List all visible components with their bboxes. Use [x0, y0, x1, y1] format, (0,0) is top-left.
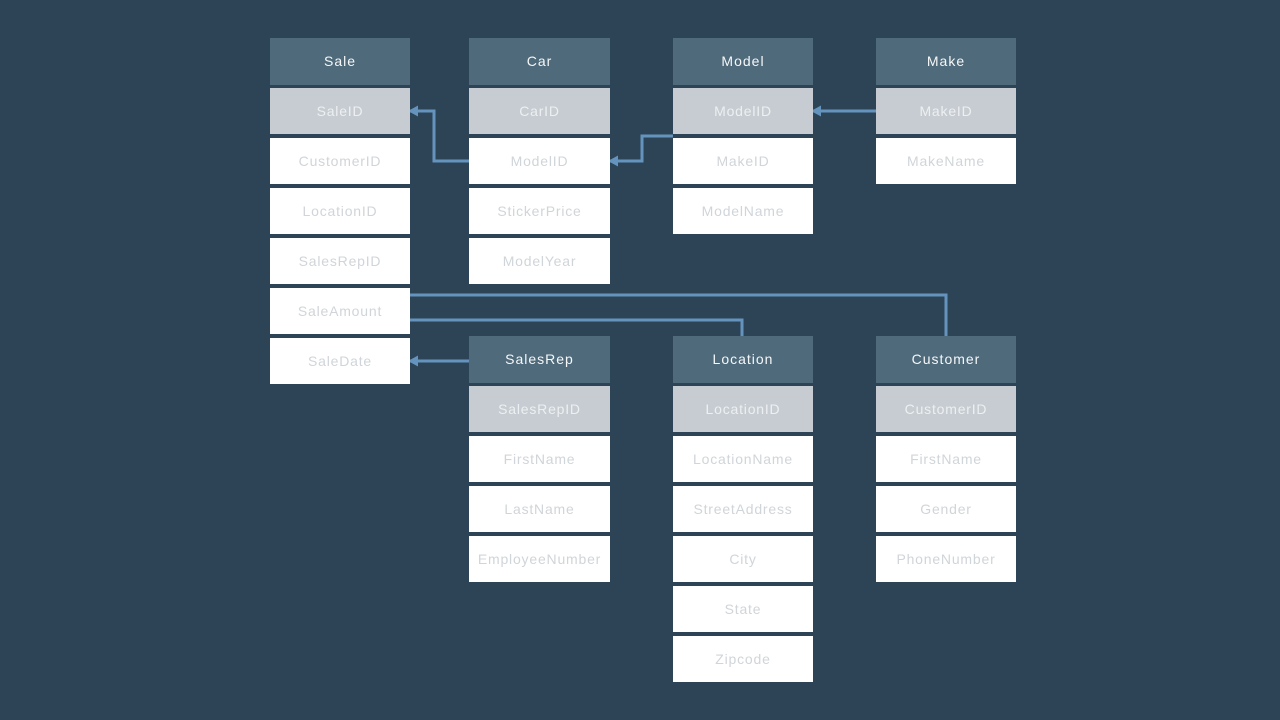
field-row: SaleDate	[270, 338, 410, 384]
field-row: SaleAmount	[270, 288, 410, 334]
field-row: MakeName	[876, 138, 1016, 184]
field-row: StreetAddress	[673, 486, 813, 532]
table-title: Location	[673, 336, 813, 383]
connector-sale-to-customer	[410, 293, 948, 336]
field-row: LocationName	[673, 436, 813, 482]
field-row-primary-key: LocationID	[673, 386, 813, 432]
field-row: CustomerID	[270, 138, 410, 184]
field-row-primary-key: CustomerID	[876, 386, 1016, 432]
field-row: PhoneNumber	[876, 536, 1016, 582]
field-row-primary-key: ModelID	[673, 88, 813, 134]
field-row-primary-key: CarID	[469, 88, 610, 134]
table-title: Make	[876, 38, 1016, 85]
table-title: Car	[469, 38, 610, 85]
connector-sale-saleid-to-car-modelid	[410, 109, 469, 163]
table-title: Model	[673, 38, 813, 85]
table-title: SalesRep	[469, 336, 610, 383]
field-row: ModelID	[469, 138, 610, 184]
field-row: ModelYear	[469, 238, 610, 284]
field-row: City	[673, 536, 813, 582]
field-row-primary-key: SaleID	[270, 88, 410, 134]
connector-sale-to-location	[410, 318, 744, 336]
field-row: FirstName	[469, 436, 610, 482]
field-row: LastName	[469, 486, 610, 532]
field-row: Zipcode	[673, 636, 813, 682]
field-row: EmployeeNumber	[469, 536, 610, 582]
field-row: MakeID	[673, 138, 813, 184]
table-title: Sale	[270, 38, 410, 85]
field-row: FirstName	[876, 436, 1016, 482]
connector-car-modelid-to-model	[610, 134, 673, 163]
field-row: SalesRepID	[270, 238, 410, 284]
field-row: ModelName	[673, 188, 813, 234]
field-row-primary-key: MakeID	[876, 88, 1016, 134]
field-row: State	[673, 586, 813, 632]
field-row: StickerPrice	[469, 188, 610, 234]
field-row: LocationID	[270, 188, 410, 234]
field-row-primary-key: SalesRepID	[469, 386, 610, 432]
table-title: Customer	[876, 336, 1016, 383]
field-row: Gender	[876, 486, 1016, 532]
